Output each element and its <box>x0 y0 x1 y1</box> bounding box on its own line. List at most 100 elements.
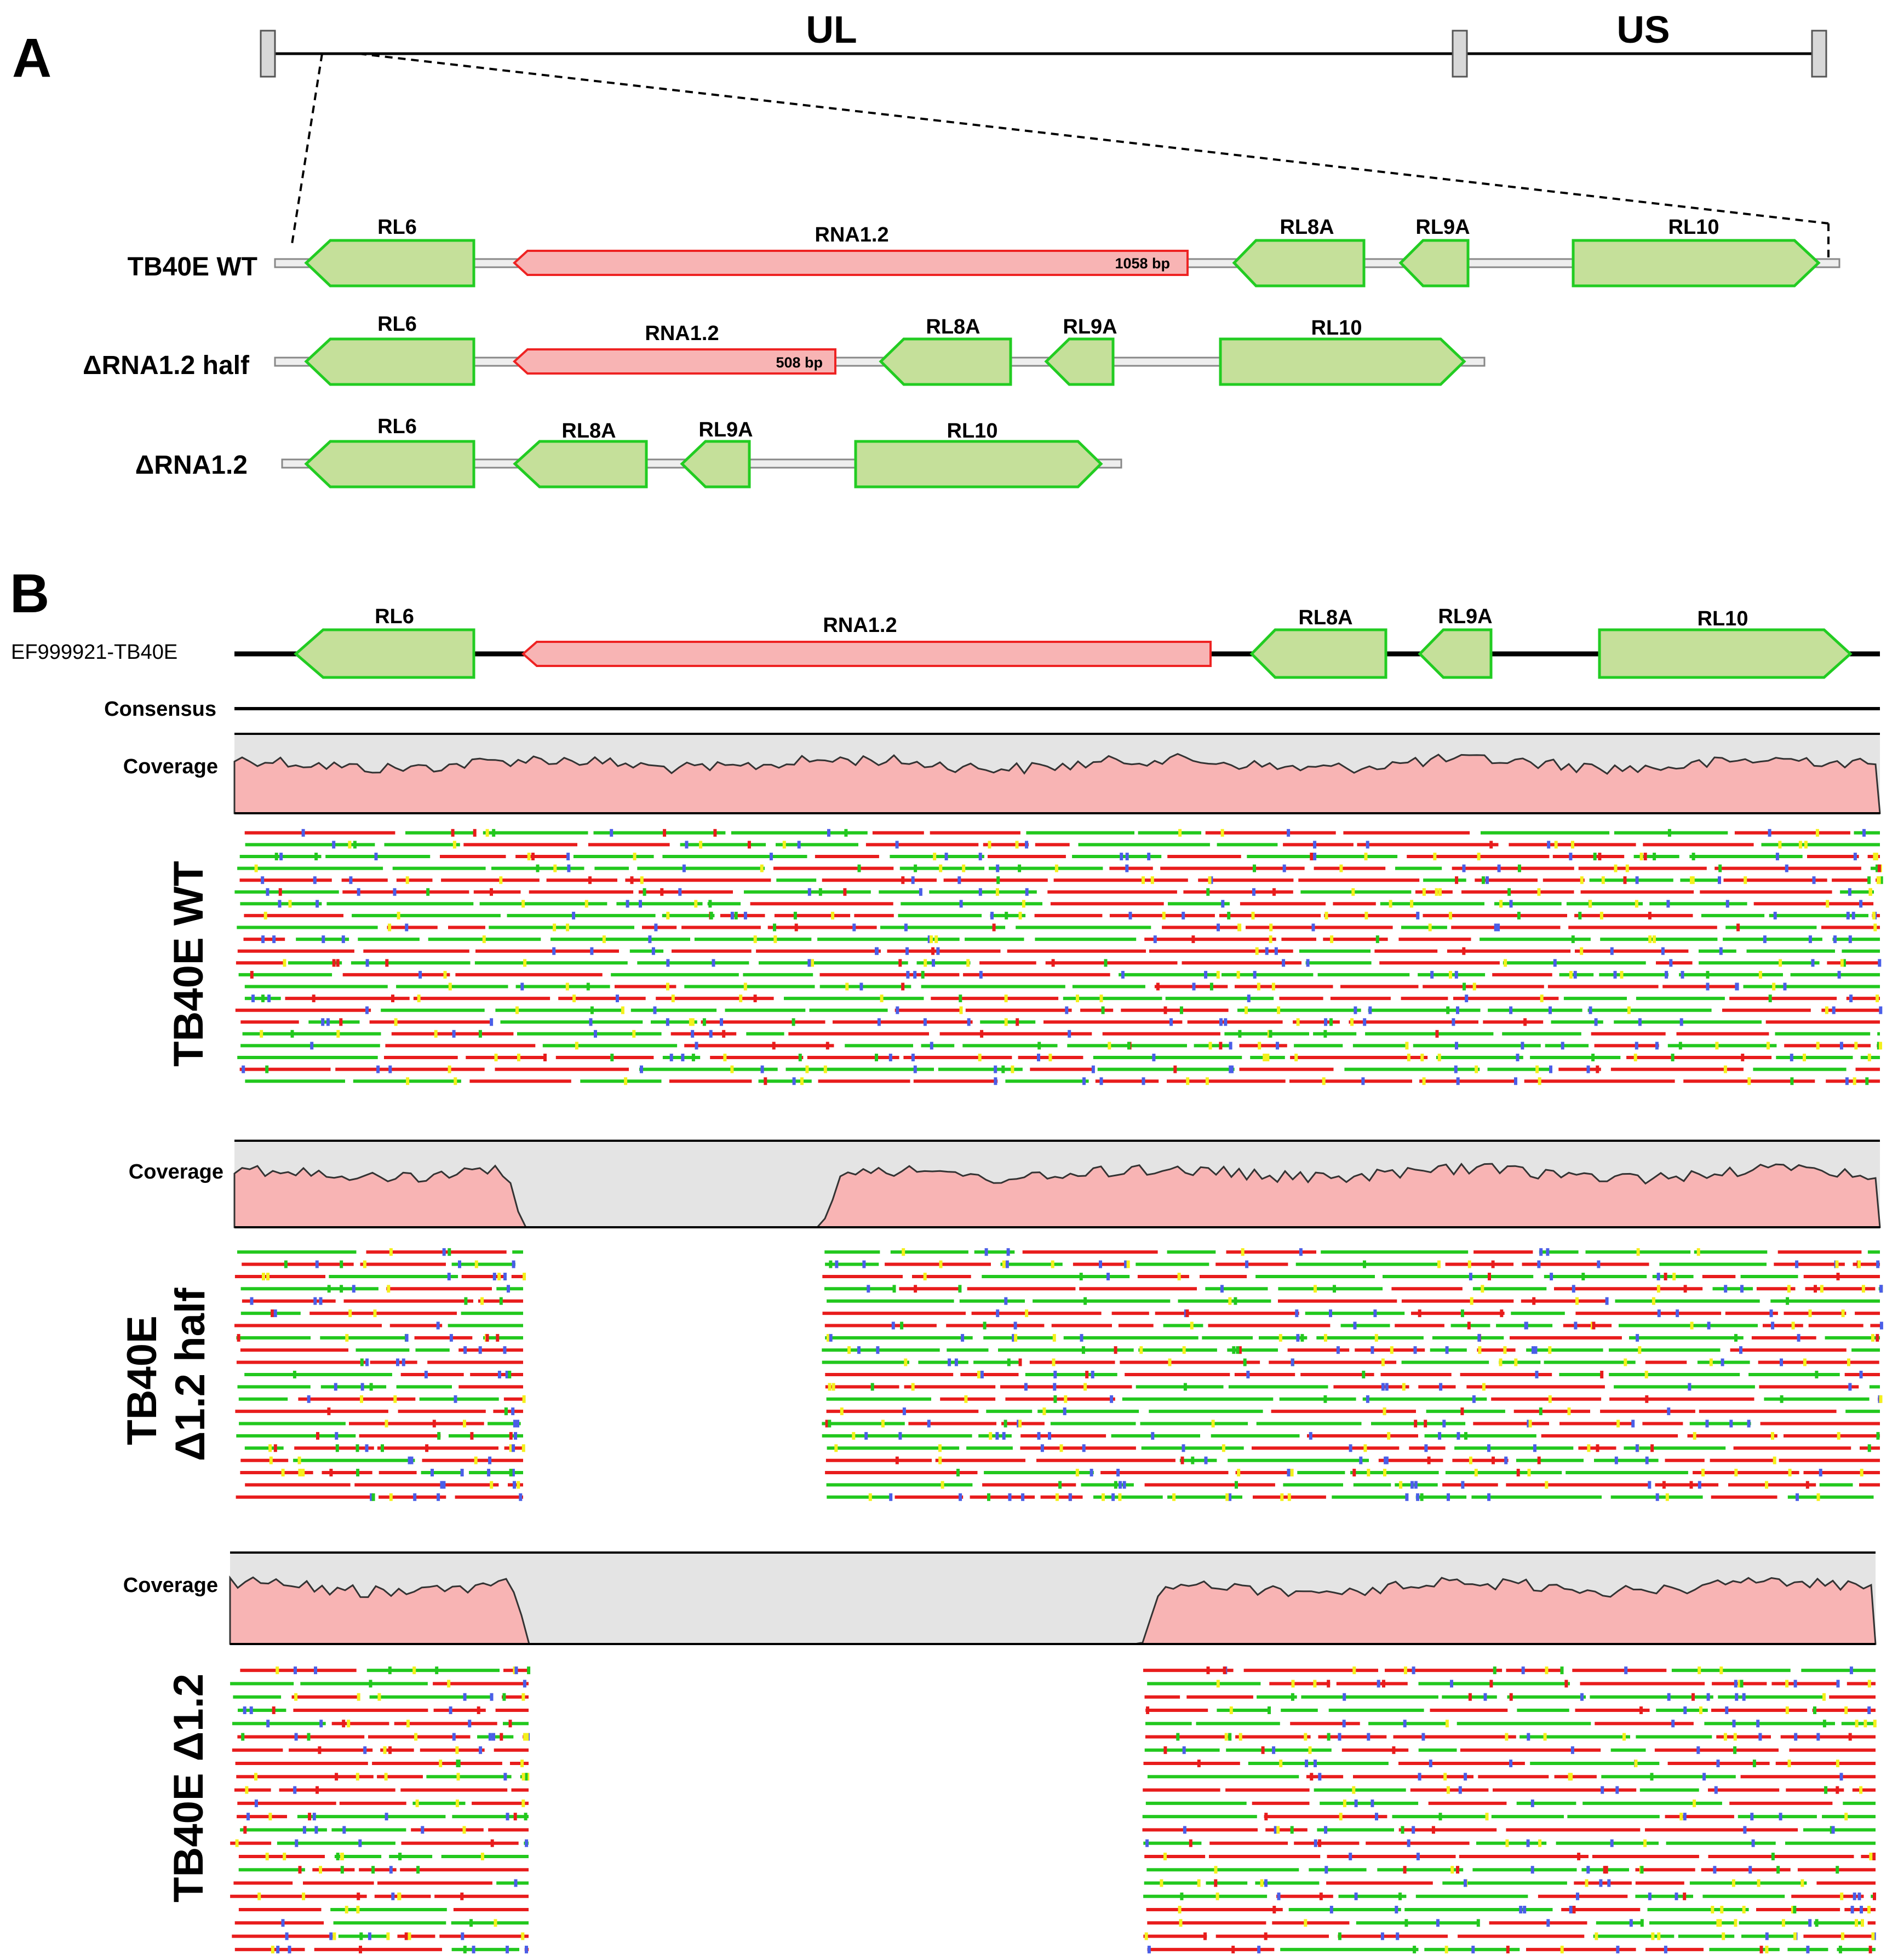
mismatch-mark <box>1624 1666 1628 1675</box>
mismatch-mark <box>1245 1260 1249 1268</box>
mismatch-mark <box>1836 1786 1839 1794</box>
mismatch-mark <box>1793 1932 1797 1940</box>
mismatch-mark <box>1691 853 1695 860</box>
mismatch-mark <box>1713 1866 1717 1874</box>
mismatch-mark <box>1785 864 1788 872</box>
mismatch-mark <box>448 1248 451 1256</box>
mismatch-mark <box>1569 853 1573 860</box>
mismatch-mark <box>1561 1042 1564 1050</box>
mismatch-mark <box>1120 853 1123 860</box>
mismatch-mark <box>1446 1786 1450 1794</box>
mismatch-mark <box>1413 1346 1417 1354</box>
mismatch-mark <box>523 1680 526 1688</box>
mismatch-mark <box>1822 1720 1826 1728</box>
mismatch-mark <box>1855 1919 1858 1927</box>
mismatch-mark <box>1591 1054 1595 1061</box>
consensus-track: Consensus <box>104 698 1880 721</box>
mismatch-mark <box>730 1065 734 1073</box>
mismatch-mark <box>1314 1839 1317 1847</box>
mismatch-mark <box>1215 1892 1219 1900</box>
mismatch-mark <box>1243 1358 1247 1366</box>
mismatch-mark <box>1752 1760 1756 1767</box>
mismatch-mark <box>1635 1444 1639 1452</box>
mismatch-mark <box>340 1853 343 1860</box>
mismatch-mark <box>1421 1733 1425 1741</box>
mismatch-mark <box>1867 1444 1871 1452</box>
mismatch-mark <box>793 911 797 919</box>
mismatch-mark <box>654 923 658 932</box>
mismatch-mark <box>1222 1444 1225 1452</box>
mismatch-mark <box>365 959 369 967</box>
mismatch-mark <box>456 1773 460 1781</box>
mismatch-mark <box>1002 1432 1006 1440</box>
mismatch-mark <box>490 1018 494 1026</box>
gene-rl10: RL10 <box>1572 216 1821 288</box>
mismatch-mark <box>1771 1321 1775 1330</box>
mismatch-mark <box>1238 1346 1242 1354</box>
mismatch-mark <box>1371 1799 1374 1807</box>
mismatch-mark <box>448 982 452 991</box>
mismatch-mark <box>818 888 822 896</box>
mismatch-mark <box>452 1030 456 1038</box>
mismatch-mark <box>567 864 571 872</box>
mismatch-mark <box>1841 1309 1845 1318</box>
mismatch-mark <box>1771 1432 1774 1440</box>
mismatch-mark <box>1653 853 1656 860</box>
mismatch-mark <box>586 982 590 991</box>
mismatch-mark <box>1224 1733 1228 1741</box>
mismatch-mark <box>1553 959 1557 967</box>
mismatch-mark <box>1678 1042 1682 1050</box>
mismatch-mark <box>335 1773 339 1781</box>
mismatch-mark <box>1330 935 1334 944</box>
mismatch-mark <box>462 1826 466 1834</box>
mismatch-mark <box>1546 1919 1550 1927</box>
mismatch-mark <box>463 1693 467 1701</box>
mismatch-mark <box>930 1042 933 1050</box>
mismatch-mark <box>1392 1746 1396 1754</box>
mismatch-mark <box>1783 982 1787 991</box>
mismatch-mark <box>345 1334 349 1342</box>
mismatch-mark <box>460 1469 464 1476</box>
mismatch-mark <box>521 1693 525 1701</box>
sample-wt: Coverage TB40E WT <box>123 733 1883 1085</box>
mismatch-mark <box>522 1395 526 1403</box>
mismatch-mark <box>266 888 269 896</box>
mismatch-mark <box>373 1309 377 1318</box>
mismatch-mark <box>1363 1260 1366 1268</box>
mismatch-mark <box>1016 1018 1019 1026</box>
mismatch-mark <box>1838 1945 1842 1953</box>
mismatch-mark <box>1635 876 1639 884</box>
mismatch-mark <box>1691 1693 1695 1701</box>
mismatch-mark <box>406 1077 410 1085</box>
mismatch-mark <box>276 1945 280 1953</box>
mismatch-mark <box>1616 1945 1620 1953</box>
mismatch-mark <box>415 1799 419 1807</box>
ref-gene-rl9a: RL9A <box>1418 605 1493 679</box>
mismatch-mark <box>1080 1334 1083 1342</box>
mismatch-mark <box>1599 911 1603 919</box>
mismatch-mark <box>1469 1273 1472 1280</box>
gene-rl8a: RL8A <box>879 315 1012 386</box>
mismatch-mark <box>1454 1065 1458 1073</box>
mismatch-mark <box>1151 1432 1155 1440</box>
mismatch-mark <box>1576 1892 1579 1900</box>
mismatch-mark <box>1470 1297 1473 1305</box>
gene-rl10: RL10 <box>1219 317 1466 386</box>
mismatch-mark <box>519 1493 523 1501</box>
mismatch-mark <box>237 1334 240 1342</box>
mismatch-mark <box>1305 1760 1309 1767</box>
mismatch-mark <box>1216 970 1220 979</box>
mismatch-mark <box>959 1006 963 1014</box>
mismatch-mark <box>901 982 905 991</box>
mismatch-mark <box>1059 1444 1063 1452</box>
mismatch-mark <box>764 1077 767 1085</box>
mismatch-mark <box>272 935 276 944</box>
mismatch-mark <box>360 1395 363 1403</box>
mismatch-mark <box>1006 1248 1010 1256</box>
mismatch-mark <box>1580 876 1584 884</box>
mismatch-mark <box>913 970 917 979</box>
mismatch-mark <box>1538 1839 1542 1847</box>
mismatch-mark <box>385 1813 388 1821</box>
mismatch-mark <box>1718 876 1721 884</box>
gene-label: RL10 <box>947 419 998 442</box>
